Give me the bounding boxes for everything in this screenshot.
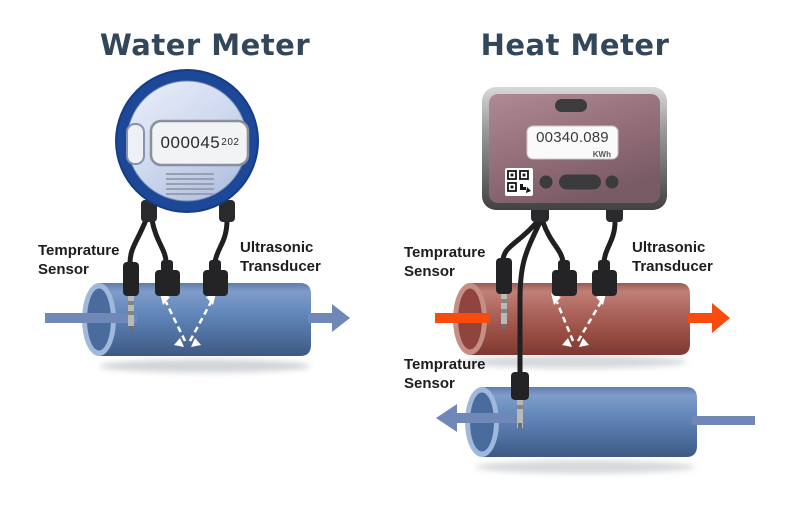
heat-left-transducer-cap xyxy=(558,260,570,272)
water-meter-vents xyxy=(166,173,214,195)
water-left-transducer-cap xyxy=(161,260,173,272)
water-temperature-sensor-label: Temprature Sensor xyxy=(38,242,120,278)
water-meter-right-connector xyxy=(219,200,235,222)
heat-meter-button-right xyxy=(605,175,619,189)
heat-right-transducer-cap xyxy=(598,260,610,272)
heat-flow-arrows xyxy=(435,303,730,333)
water-right-transducer xyxy=(203,270,228,296)
water-meter-display xyxy=(149,119,250,167)
heat-outlet-arrow-head xyxy=(712,303,730,333)
heat-meter-button-center xyxy=(559,174,601,190)
heat-ultrasonic-transducers xyxy=(552,260,617,296)
water-left-transducer xyxy=(155,270,180,296)
heat-reading-unit: KWh xyxy=(592,150,611,159)
water-ultrasonic-transducers xyxy=(155,260,228,296)
return-outlet-arrow-shaft xyxy=(457,413,523,423)
heat-left-transducer xyxy=(552,270,577,296)
heat-meter-buttons xyxy=(539,174,619,190)
water-meter-device xyxy=(115,69,259,222)
return-inlet-arrow xyxy=(692,416,755,425)
heat-meter-title: Heat Meter xyxy=(480,28,670,62)
heat-ultrasonic-path xyxy=(555,301,603,342)
water-outlet-arrow-shaft xyxy=(308,313,332,323)
heat-meter-reading: 00340.089 KWh xyxy=(527,126,618,159)
water-reading-value: 000045 xyxy=(160,133,221,152)
heat-cables xyxy=(500,219,618,377)
water-sensors xyxy=(123,217,230,331)
water-meter-left-connector xyxy=(141,200,157,222)
heat-reading-value: 00340.089 xyxy=(536,129,609,146)
heat-meter-device xyxy=(482,87,667,222)
water-reading-superscript: 202 xyxy=(221,136,240,148)
heat-pipe-body xyxy=(470,283,690,355)
water-flow-arrows xyxy=(45,304,350,332)
heat-meter-display xyxy=(526,125,619,160)
water-ultrasonic-path xyxy=(164,301,213,342)
water-meter-button xyxy=(126,123,145,165)
water-inlet-arrow xyxy=(45,313,137,323)
water-pipe-body xyxy=(99,283,311,356)
return-pipe-shadow xyxy=(475,460,695,474)
heat-sensors xyxy=(496,219,618,428)
heat-supply-temperature-sensor xyxy=(496,258,512,329)
heat-ultrasonic-transducer-label: Ultrasonic Transducer xyxy=(632,239,713,275)
heat-return-temperature-sensor-label: Temprature Sensor xyxy=(404,356,486,392)
heat-return-temperature-sensor xyxy=(511,372,529,428)
heat-pipe-shadow xyxy=(463,355,687,369)
heat-inlet-arrow xyxy=(435,313,490,323)
heat-meter-top-slot xyxy=(555,99,587,112)
water-right-transducer-cap xyxy=(209,260,221,272)
water-meter-title: Water Meter xyxy=(99,28,311,62)
return-flow-arrows xyxy=(436,404,755,432)
return-pipe-body xyxy=(482,387,697,457)
water-ultrasonic-transducer-label: Ultrasonic Transducer xyxy=(240,239,321,275)
heat-right-transducer xyxy=(592,270,617,296)
return-outlet-arrow-head xyxy=(436,404,457,432)
heat-supply-temperature-sensor-label: Temprature Sensor xyxy=(404,244,486,280)
water-outlet-arrow-head xyxy=(332,304,350,332)
heat-outlet-arrow-shaft xyxy=(688,313,712,323)
water-temperature-sensor xyxy=(123,262,139,331)
water-pipe-shadow xyxy=(99,359,311,373)
heat-meter-button-left xyxy=(539,175,553,189)
qr-code-icon xyxy=(505,168,533,196)
water-cables xyxy=(127,217,230,267)
